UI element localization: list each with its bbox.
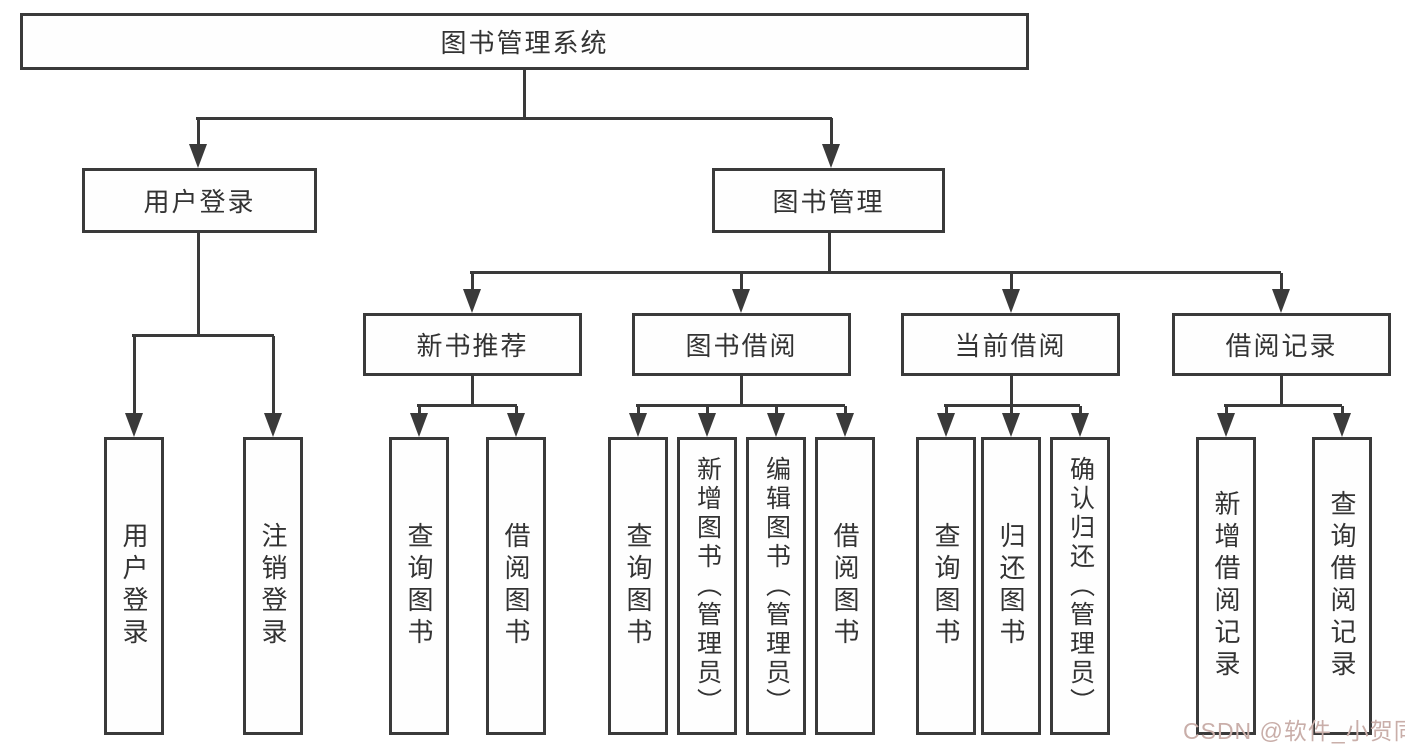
leaf-query-borrow-record-label: 查询借阅记录	[1327, 490, 1357, 682]
leaf-current-query-books-label: 查询图书	[931, 522, 961, 650]
arrow-down-icon	[636, 406, 640, 414]
leaf-return-books-label: 归还图书	[996, 522, 1026, 650]
node-new-book-recommendation-label: 新书推荐	[416, 331, 529, 361]
arrow-down-icon	[1078, 406, 1082, 414]
leaf-edit-books-admin-label: 编辑图书（管理员）	[762, 455, 791, 717]
leaf-add-borrow-record-label: 新增借阅记录	[1211, 490, 1241, 682]
node-current-borrowing: 当前借阅	[901, 313, 1120, 376]
leaf-borrowing-borrow-books: 借阅图书	[815, 437, 875, 735]
node-new-book-recommendation: 新书推荐	[363, 313, 582, 376]
node-book-borrowing: 图书借阅	[632, 313, 851, 376]
node-library-system-label: 图书管理系统	[440, 28, 609, 58]
leaf-add-books-admin-label: 新增图书（管理员）	[693, 455, 722, 717]
arrow-down-icon	[196, 118, 200, 145]
node-borrowing-records-label: 借阅记录	[1225, 331, 1338, 361]
arrow-down-icon	[1009, 273, 1013, 290]
leaf-current-query-books: 查询图书	[916, 437, 976, 735]
arrow-down-icon	[514, 406, 518, 414]
arrow-down-icon	[1279, 273, 1283, 290]
arrow-down-icon	[417, 406, 421, 414]
arrow-down-icon	[1009, 406, 1013, 414]
leaf-user-login-label: 用户登录	[119, 522, 149, 650]
arrow-down-icon	[705, 406, 709, 414]
node-library-system: 图书管理系统	[20, 13, 1029, 70]
arrow-down-icon	[1340, 406, 1344, 414]
arrow-down-icon	[843, 406, 847, 414]
leaf-return-books: 归还图书	[981, 437, 1041, 735]
connector-line	[828, 233, 831, 273]
connector-line	[1279, 376, 1283, 406]
node-current-borrowing-label: 当前借阅	[954, 331, 1067, 361]
node-borrowing-records: 借阅记录	[1172, 313, 1391, 376]
arrow-down-icon	[944, 406, 948, 414]
connector-line	[196, 117, 832, 120]
leaf-edit-books-admin: 编辑图书（管理员）	[746, 437, 806, 735]
leaf-borrowing-query-books: 查询图书	[608, 437, 668, 735]
connector-line	[470, 376, 474, 406]
arrow-down-icon	[470, 273, 474, 290]
connector-line	[132, 334, 274, 337]
leaf-logout-login: 注销登录	[243, 437, 303, 735]
leaf-newbook-query-books-label: 查询图书	[404, 522, 434, 650]
arrow-down-icon	[774, 406, 778, 414]
node-user-login-label: 用户登录	[143, 187, 256, 217]
node-book-management: 图书管理	[712, 168, 945, 233]
connector-line	[523, 70, 526, 118]
leaf-borrowing-borrow-books-label: 借阅图书	[830, 522, 860, 650]
leaf-borrowing-query-books-label: 查询图书	[623, 522, 653, 650]
leaf-newbook-borrow-books: 借阅图书	[486, 437, 546, 735]
node-book-management-label: 图书管理	[772, 187, 885, 217]
leaf-confirm-return-admin-label: 确认归还（管理员）	[1066, 455, 1095, 717]
leaf-user-login: 用户登录	[104, 437, 164, 735]
arrow-down-icon	[271, 336, 275, 414]
node-book-borrowing-label: 图书借阅	[685, 331, 798, 361]
connector-line	[417, 404, 517, 407]
leaf-newbook-borrow-books-label: 借阅图书	[501, 522, 531, 650]
arrow-down-icon	[739, 273, 743, 290]
connector-line	[470, 271, 1281, 274]
connector-line	[197, 233, 200, 336]
leaf-logout-login-label: 注销登录	[258, 522, 288, 650]
node-user-login: 用户登录	[82, 168, 317, 233]
connector-line	[739, 376, 743, 406]
arrow-down-icon	[1224, 406, 1228, 414]
leaf-newbook-query-books: 查询图书	[389, 437, 449, 735]
connector-line	[1009, 376, 1013, 406]
leaf-add-books-admin: 新增图书（管理员）	[677, 437, 737, 735]
connector-line	[636, 404, 845, 407]
arrow-down-icon	[829, 118, 833, 145]
leaf-query-borrow-record: 查询借阅记录	[1312, 437, 1372, 735]
connector-line	[1224, 404, 1342, 407]
leaf-add-borrow-record: 新增借阅记录	[1196, 437, 1256, 735]
arrow-down-icon	[132, 336, 136, 414]
leaf-confirm-return-admin: 确认归还（管理员）	[1050, 437, 1110, 735]
csdn-watermark: CSDN @软件_小贺同学	[1183, 718, 1405, 744]
